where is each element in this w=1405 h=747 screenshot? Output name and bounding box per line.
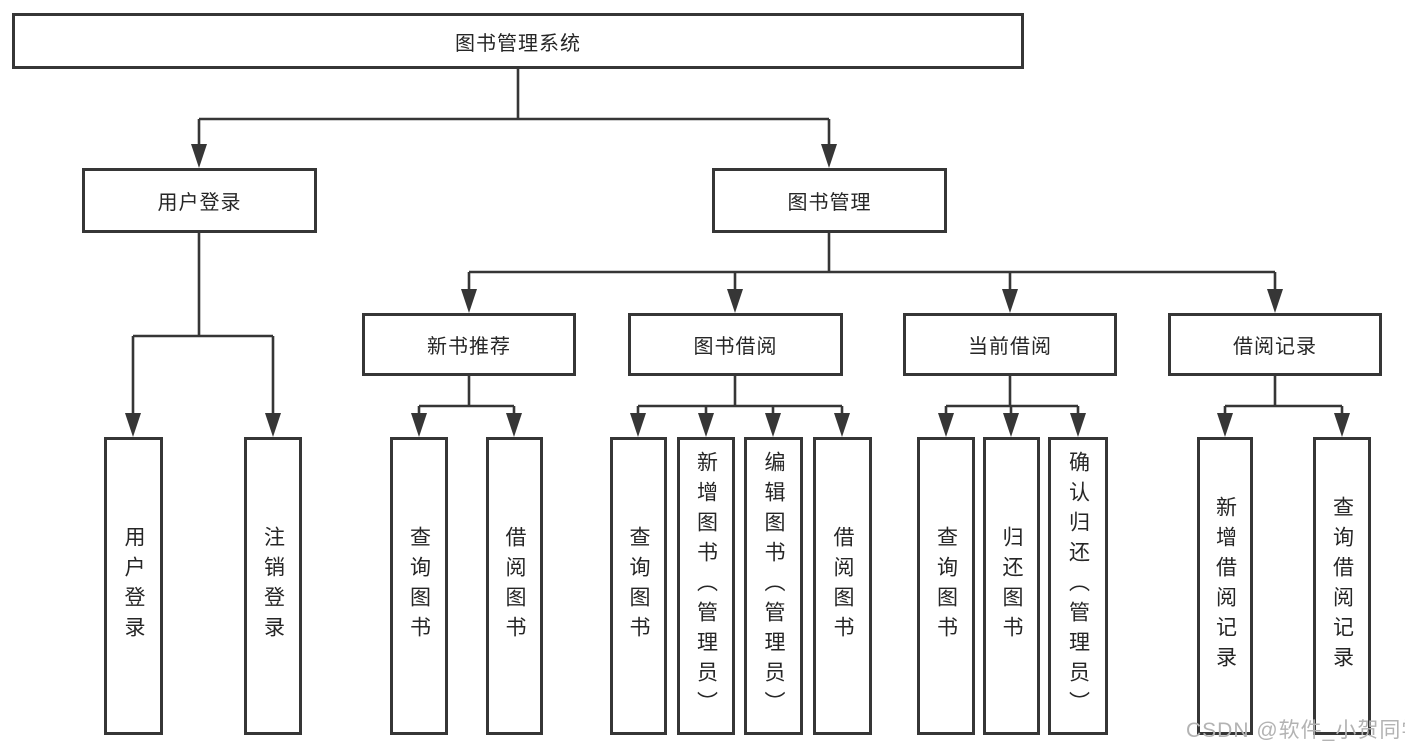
leaf-logout-label: 注销登录: [261, 526, 285, 646]
leaf-records-add-record-label: 新增借阅记录: [1213, 496, 1237, 676]
leaf-recommend-query-book-label: 查询图书: [407, 526, 431, 646]
node-root-label: 图书管理系统: [455, 32, 581, 55]
node-book-management: 图书管理: [712, 168, 947, 233]
node-book-borrow: 图书借阅: [628, 313, 843, 376]
leaf-borrow-borrow-book-label: 借阅图书: [831, 526, 854, 646]
node-user-login: 用户登录: [82, 168, 317, 233]
leaf-user-login-label: 用户登录: [122, 526, 145, 646]
leaf-borrow-borrow-book: 借阅图书: [813, 437, 872, 735]
connector-recommend-to-leaves: [411, 376, 522, 437]
leaf-current-confirm-return: 确认归还（管理员）: [1048, 437, 1108, 735]
leaf-current-return-book-label: 归还图书: [1000, 526, 1023, 646]
leaf-borrow-add-book-label: 新增图书（管理员）: [694, 451, 718, 721]
node-borrow-records: 借阅记录: [1168, 313, 1382, 376]
node-new-book-recommend: 新书推荐: [362, 313, 576, 376]
leaf-current-query-book-label: 查询图书: [934, 526, 958, 646]
node-new-book-recommend-label: 新书推荐: [427, 336, 511, 358]
leaf-current-query-book: 查询图书: [917, 437, 975, 735]
connector-root-to-level2: [191, 69, 837, 168]
leaf-current-confirm-return-label: 确认归还（管理员）: [1066, 451, 1090, 721]
connector-userlogin-to-leaves: [125, 233, 281, 437]
connector-bookmgmt-to-level3: [461, 233, 1283, 313]
leaf-logout: 注销登录: [244, 437, 302, 735]
node-current-borrow-label: 当前借阅: [968, 336, 1052, 358]
leaf-recommend-query-book: 查询图书: [390, 437, 448, 735]
leaf-current-return-book: 归还图书: [983, 437, 1040, 735]
csdn-watermark: CSDN @软件_小贺同学: [1186, 719, 1405, 742]
leaf-records-query-record-label: 查询借阅记录: [1330, 496, 1354, 676]
node-user-login-label: 用户登录: [157, 192, 242, 214]
leaf-borrow-add-book: 新增图书（管理员）: [677, 437, 735, 735]
connector-current-to-leaves: [938, 376, 1086, 437]
leaf-recommend-borrow-book-label: 借阅图书: [503, 526, 526, 646]
leaf-borrow-query-book-label: 查询图书: [627, 526, 650, 646]
leaf-borrow-edit-book-label: 编辑图书（管理员）: [762, 451, 785, 721]
leaf-records-add-record: 新增借阅记录: [1197, 437, 1253, 735]
leaf-recommend-borrow-book: 借阅图书: [486, 437, 543, 735]
node-book-management-label: 图书管理: [787, 192, 872, 214]
node-borrow-records-label: 借阅记录: [1233, 336, 1317, 358]
leaf-user-login: 用户登录: [104, 437, 163, 735]
leaf-borrow-query-book: 查询图书: [610, 437, 667, 735]
node-current-borrow: 当前借阅: [903, 313, 1117, 376]
leaf-records-query-record: 查询借阅记录: [1313, 437, 1371, 735]
leaf-borrow-edit-book: 编辑图书（管理员）: [744, 437, 803, 735]
connector-borrow-to-leaves: [630, 376, 850, 437]
connector-records-to-leaves: [1217, 376, 1350, 437]
node-root-system: 图书管理系统: [12, 13, 1024, 69]
node-book-borrow-label: 图书借阅: [693, 336, 778, 358]
